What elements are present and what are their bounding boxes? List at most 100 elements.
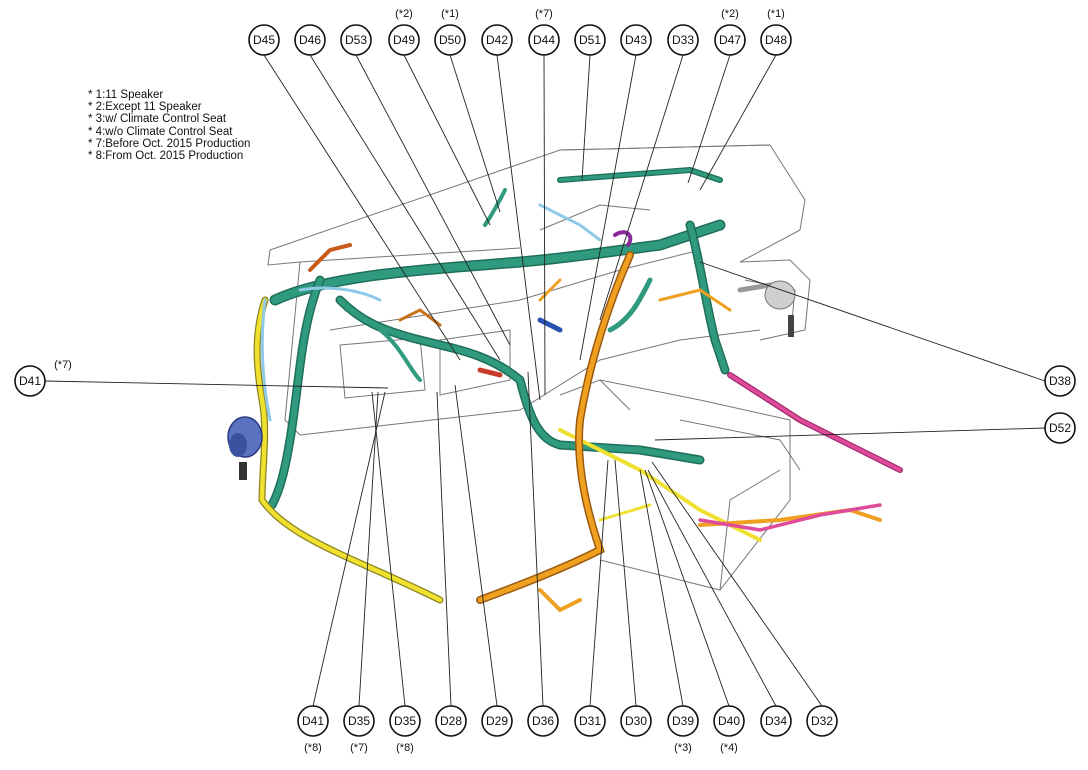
legend-item: * 3:w/ Climate Control Seat [88, 113, 227, 126]
callout-circle [388, 24, 420, 56]
callout-circle [1044, 412, 1076, 444]
connector-note: (*1) [767, 8, 785, 20]
connector-d52-callout: D52 [1044, 412, 1076, 444]
connector-d46-callout: D46 [294, 24, 326, 56]
leader-line [358, 391, 379, 707]
connector-label: D42 [486, 33, 508, 47]
harness-lightblue [260, 203, 602, 422]
connector-label: D49 [393, 33, 415, 47]
connector-label: D35 [394, 714, 416, 728]
connector-d38-callout: D38 [1044, 365, 1076, 397]
connector-d41-callout: D41 (*8) [297, 705, 329, 754]
callout-circle [574, 705, 606, 737]
leader-line [581, 54, 591, 181]
leader-line [355, 54, 511, 346]
connector-label: D34 [765, 714, 787, 728]
callout-circle [760, 705, 792, 737]
callout-circle [620, 705, 652, 737]
callout-circle [667, 24, 699, 56]
connector-d51-callout: D51 [574, 24, 606, 56]
connector-d33-callout: D33 [667, 24, 699, 56]
leader-line [699, 54, 777, 191]
harness-main [267, 167, 730, 510]
callout-circle [435, 705, 467, 737]
connector-note: (*2) [395, 8, 413, 20]
leader-line [599, 54, 684, 321]
callout-circle [806, 705, 838, 737]
connector-label: D28 [440, 714, 462, 728]
connector-label: D45 [253, 33, 275, 47]
blue-grommet [227, 416, 263, 480]
callout-circle [14, 365, 46, 397]
connector-note: (*8) [396, 742, 414, 754]
harness-yellow [253, 296, 762, 604]
connector-d47-callout: D47(*2) [714, 8, 746, 56]
leader-line [654, 427, 1046, 441]
connector-d35-callout: D35(*7) [343, 705, 375, 754]
leader-line [614, 459, 637, 707]
leader-line [403, 54, 491, 226]
callout-circle [343, 705, 375, 737]
connector-label: D41 [302, 714, 324, 728]
connector-label: D39 [672, 714, 694, 728]
callout-circle [297, 705, 329, 737]
connector-d53-callout: D53 [340, 24, 372, 56]
connector-label: D33 [672, 33, 694, 47]
connector-d48-callout: D48(*1) [760, 8, 792, 56]
callout-circle [1044, 365, 1076, 397]
connector-d28-callout: D28 [435, 705, 467, 737]
connector-d29-callout: D29 [481, 705, 513, 737]
connector-label: D50 [439, 33, 461, 47]
leader-line [589, 459, 609, 707]
legend-item: * 4:w/o Climate Control Seat [88, 125, 233, 138]
leader-line [312, 391, 386, 707]
connector-label: D41 [19, 374, 41, 388]
connector-label: D40 [718, 714, 740, 728]
connector-d50-callout: D50 (*1) [434, 8, 466, 56]
connector-note: (*7) [54, 359, 72, 371]
connector-d32-callout: D32 [806, 705, 838, 737]
leader-line [309, 54, 501, 361]
connector-d43-callout: D43 [620, 24, 652, 56]
connector-d35-callout: D35 (*8) [389, 705, 421, 754]
callout-circle [760, 24, 792, 56]
connector-d36-callout: D36 [527, 705, 559, 737]
connector-d30-callout: D30 [620, 705, 652, 737]
connector-note: (*2) [721, 8, 739, 20]
connector-label: D52 [1049, 421, 1071, 435]
legend: * 1:11 Speaker * 2:Except 11 Speaker * 3… [88, 89, 250, 162]
legend-item: * 7:Before Oct. 2015 Production [88, 137, 251, 150]
callout-circle [620, 24, 652, 56]
leader-lines [44, 54, 1046, 707]
connector-label: D36 [532, 714, 554, 728]
leader-line [579, 54, 637, 361]
connector-label: D51 [579, 33, 601, 47]
connector-label: D44 [533, 33, 555, 47]
connector-d40-callout: D40 (*4) [713, 705, 745, 754]
connector-label: D43 [625, 33, 647, 47]
callout-circle [481, 24, 513, 56]
callout-circle [527, 705, 559, 737]
connector-note: (*8) [304, 742, 322, 754]
connector-d42-callout: D42 [481, 24, 513, 56]
callout-circle [434, 24, 466, 56]
connector-d44-callout: D44(*7) [528, 8, 560, 56]
connector-label: D31 [579, 714, 601, 728]
leader-line [639, 469, 684, 707]
legend-item: * 8:From Oct. 2015 Production [88, 150, 244, 163]
connector-d45-callout: D45 [248, 24, 280, 56]
connector-note: (*4) [720, 742, 738, 754]
connector-d34-callout: D34 [760, 705, 792, 737]
leader-line [263, 54, 461, 361]
harness-orange [308, 243, 882, 613]
callout-circle [667, 705, 699, 737]
leader-line [647, 469, 777, 707]
connector-note: (*7) [350, 742, 368, 754]
leader-line [644, 469, 730, 707]
connector-note: (*1) [441, 8, 459, 20]
callout-circle [389, 705, 421, 737]
leader-line [44, 380, 389, 389]
